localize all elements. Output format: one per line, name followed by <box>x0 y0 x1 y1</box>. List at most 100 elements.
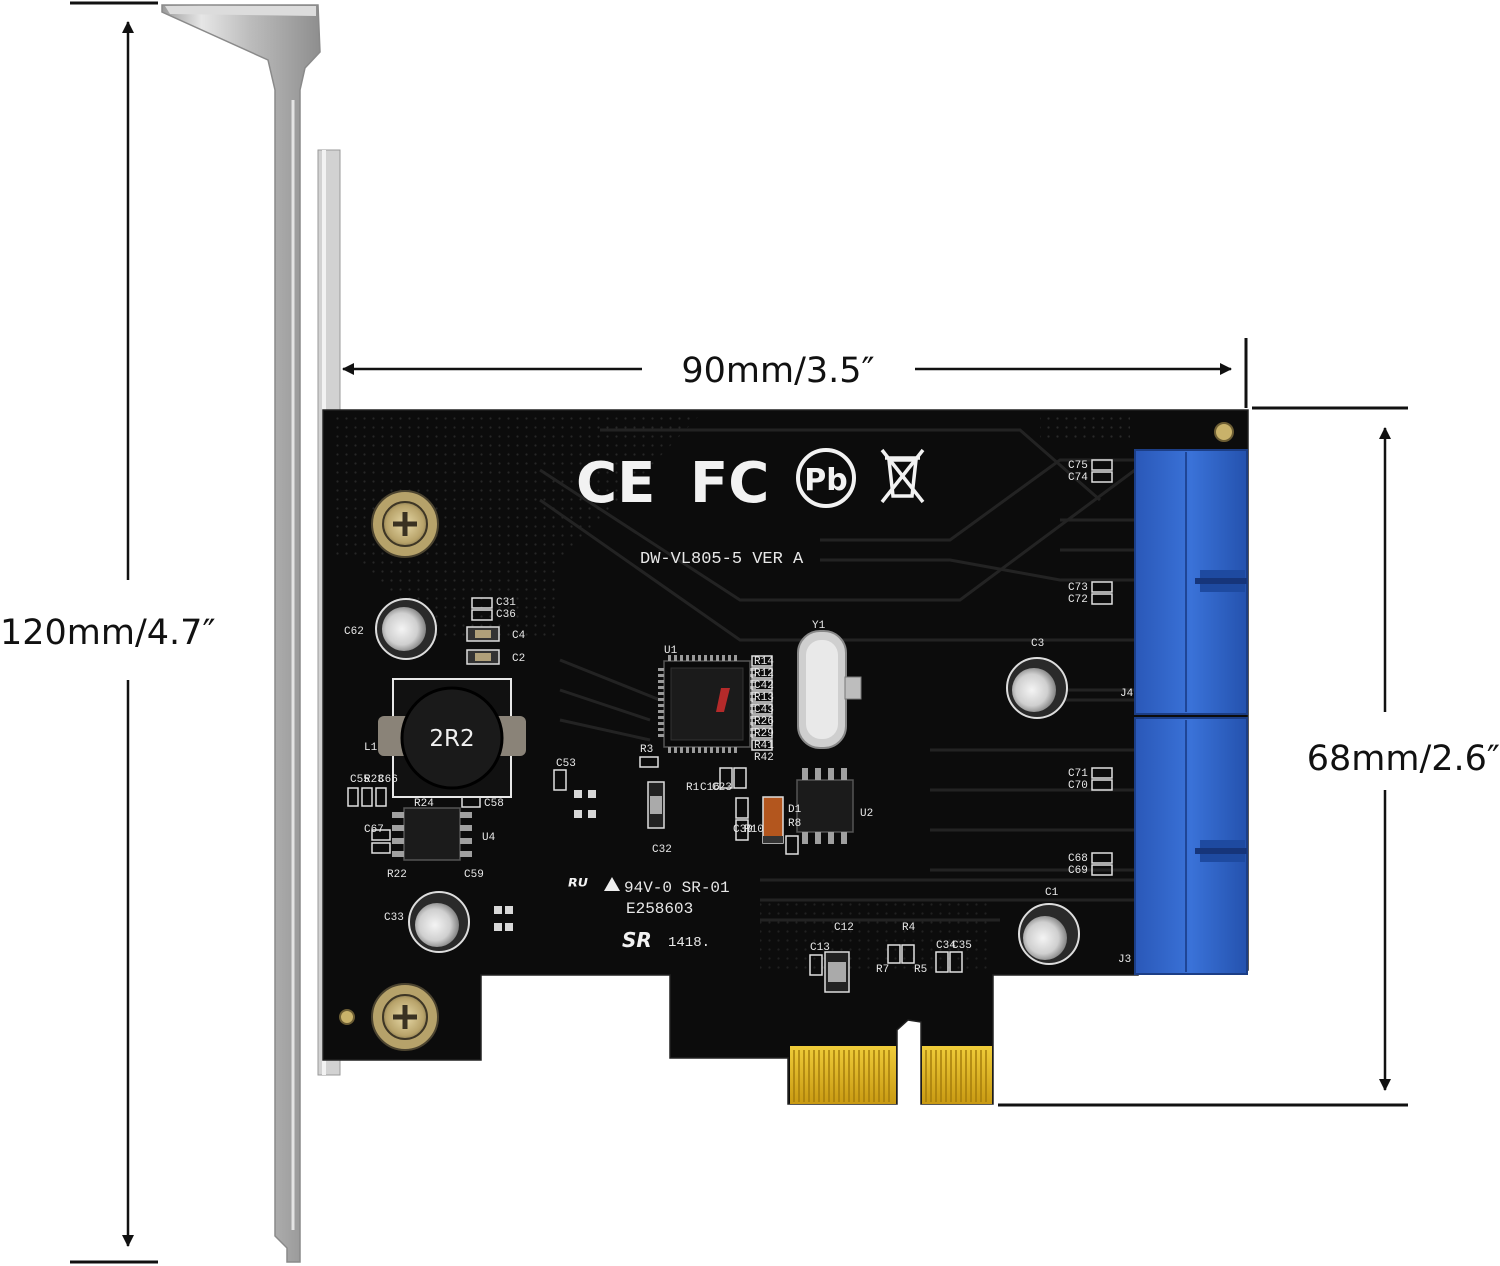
ref-r14: R14 <box>754 656 774 668</box>
usb3-header-j3 <box>1134 717 1248 975</box>
ref-c67: C67 <box>364 824 384 836</box>
chip-pin <box>658 716 664 719</box>
inductor-value-label: 2R2 <box>429 726 474 752</box>
crystal-oscillator-y1 <box>797 630 862 749</box>
dimension-lines <box>70 1 1408 1264</box>
chip-pin <box>722 747 725 753</box>
pb-free-mark-circle <box>796 448 856 508</box>
ul-file-label: E258603 <box>626 900 693 918</box>
ref-c23: C23 <box>712 782 732 794</box>
chip-pin <box>750 716 756 719</box>
ref-r12: R12 <box>754 668 774 680</box>
chip-pin <box>658 734 664 737</box>
ref-c42: C42 <box>754 680 774 692</box>
board-model-label: DW-VL805-5 VER A <box>640 550 804 569</box>
chip-pin <box>710 655 713 661</box>
ref-c74: C74 <box>1068 472 1088 484</box>
ref-c53: C53 <box>556 758 576 770</box>
ref-r26: R26 <box>754 716 774 728</box>
ce-mark: CE <box>576 451 655 516</box>
ul-logo: ᴿᵁ <box>568 874 588 898</box>
chip-pin <box>750 668 756 671</box>
chip-pin <box>668 747 671 753</box>
ref-c13: C13 <box>810 942 830 954</box>
chip-pin <box>658 704 664 707</box>
ref-c62: C62 <box>344 626 364 638</box>
pcb-height-dimension-label: 68mm/2.6″ <box>1307 739 1500 779</box>
inductor-l1: 2R2 <box>378 678 526 798</box>
chip-pin <box>658 728 664 731</box>
chip-pin <box>750 728 756 731</box>
chip-pin <box>686 655 689 661</box>
ref-c3: C3 <box>1031 638 1044 650</box>
ref-r29: R29 <box>754 728 774 740</box>
ref-c2: C2 <box>512 653 525 665</box>
chip-pin <box>668 655 671 661</box>
ref-c59: C59 <box>464 869 484 881</box>
manufacturer-logo: SR <box>622 928 652 952</box>
ref-r3: R3 <box>640 744 653 756</box>
chip-pin <box>750 674 756 677</box>
ref-j3: J3 <box>1118 954 1131 966</box>
smd-components <box>347 459 1113 993</box>
ref-c73: C73 <box>1068 582 1088 594</box>
chip-pin <box>750 692 756 695</box>
chip-pin <box>686 747 689 753</box>
ref-c55: C55 <box>350 774 370 786</box>
ref-r4: R4 <box>902 922 916 934</box>
certification-marks: CE FC Pb <box>576 448 925 516</box>
ref-c58: C58 <box>484 798 504 810</box>
chip-pin <box>750 704 756 707</box>
chip-pin <box>692 747 695 753</box>
chip-u2 <box>796 768 854 844</box>
ref-r13: R13 <box>754 692 774 704</box>
chip-pin <box>728 655 731 661</box>
ref-y1: Y1 <box>812 620 826 632</box>
capacitor-c33 <box>408 891 470 953</box>
chip-pin <box>658 674 664 677</box>
fiducial-mark <box>1214 422 1234 442</box>
ref-r10: R10 <box>744 824 764 836</box>
pb-free-mark: Pb <box>804 463 847 498</box>
ref-r41: R41 <box>754 740 774 752</box>
chip-pin <box>750 680 756 683</box>
chip-pin <box>722 655 725 661</box>
ref-c72: C72 <box>1068 594 1088 606</box>
chip-pin <box>750 734 756 737</box>
ref-d1: D1 <box>788 804 802 816</box>
chip-pin <box>658 698 664 701</box>
chip-pin <box>658 692 664 695</box>
ref-r42: R42 <box>754 752 774 764</box>
ref-j4: J4 <box>1120 688 1134 700</box>
ref-r22: R22 <box>387 869 407 881</box>
ref-c75: C75 <box>1068 460 1088 472</box>
usb3-header-j4 <box>1134 449 1248 715</box>
ref-c4: C4 <box>512 630 526 642</box>
ul-marking: ᴿᵁ 94V-0 SR-01 E258603 1418. SR <box>568 874 730 952</box>
ref-c43: C43 <box>754 704 774 716</box>
ref-c1: C1 <box>1045 887 1059 899</box>
chip-pin <box>716 655 719 661</box>
weee-bin-icon <box>880 448 925 504</box>
chip-pin <box>750 698 756 701</box>
ref-r8: R8 <box>788 818 801 830</box>
ref-r1: R1 <box>686 782 700 794</box>
chip-pin <box>716 747 719 753</box>
chip-pin <box>698 747 701 753</box>
warning-triangle-icon <box>604 877 620 891</box>
ref-c16: C16 <box>700 782 720 794</box>
chip-pin <box>698 655 701 661</box>
chip-pin <box>658 680 664 683</box>
chip-pin <box>750 686 756 689</box>
ref-c69: C69 <box>1068 865 1088 877</box>
chip-pin <box>658 722 664 725</box>
mounting-screw-top <box>371 490 439 558</box>
silkscreen-labels: U1 R14 R12 C42 R13 C43 R26 R29 R41 R42 Y… <box>344 460 1134 976</box>
ref-u2: U2 <box>860 808 873 820</box>
ref-c68: C68 <box>1068 853 1088 865</box>
chip-u4 <box>392 807 472 861</box>
chip-pin <box>750 710 756 713</box>
ref-c39: C39 <box>733 824 753 836</box>
chip-pin <box>728 747 731 753</box>
